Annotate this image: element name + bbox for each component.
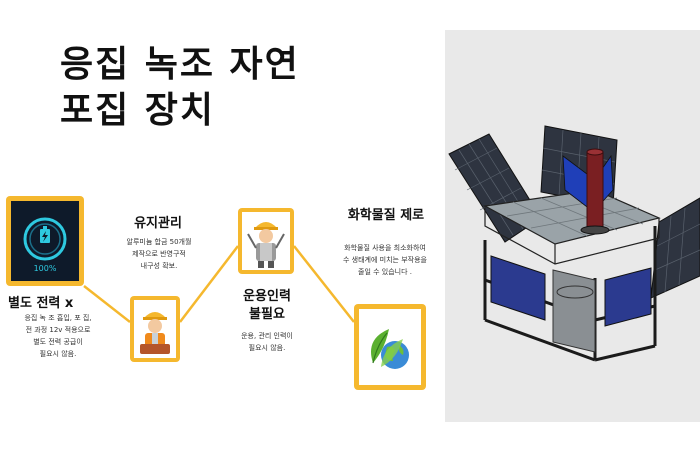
battery-charging-icon: 100% [23, 217, 67, 273]
feature-maintenance-icon-frame [130, 296, 180, 362]
feature-chemical-heading: 화학물질 제로 [347, 208, 425, 223]
title-line-2: 포집 장치 [60, 90, 216, 131]
feature-power-heading: 별도 전력 x [8, 296, 74, 311]
device-render [448, 125, 700, 362]
worker-tools-icon [247, 222, 285, 268]
maintenance-worker-icon [140, 312, 170, 354]
collector-tank [552, 269, 596, 353]
flotation-tank-right [604, 267, 652, 327]
feature-power-desc: 응집 녹 조 흡입, 포 집, 전 과정 12v 적용으로 별도 전력 공급이 … [24, 314, 92, 358]
feature-operator-icon-frame [238, 208, 294, 274]
title-line-1: 응집 녹조 자연 [60, 44, 300, 85]
feature-maintenance-desc: 알루미늄 합금 50개월 제작으로 반영구적 내구성 확보. [126, 238, 192, 270]
flotation-tank-left [490, 255, 546, 321]
feature-connector-lines [83, 245, 355, 323]
battery-percent-label: 100% [34, 264, 57, 273]
feature-power-icon-frame: 100% [6, 196, 84, 286]
device-render-panel [445, 30, 700, 422]
feature-operator-desc: 운용, 관리 인력이 필요시 않음. [241, 332, 293, 352]
feature-chemical-icon-frame [354, 304, 426, 390]
feature-chemical-desc: 화학물질 사용을 최소화하여 수 생태계에 미치는 부작용을 줄일 수 있습니다… [343, 244, 427, 276]
page-title: 응집 녹조 자연 포집 장치 [60, 42, 360, 134]
suction-pipe [586, 151, 604, 229]
solar-panel-right [650, 197, 700, 299]
feature-operator-heading: 운용인력 불필요 [243, 289, 291, 322]
eco-globe-icon [371, 329, 409, 369]
feature-maintenance-heading: 유지관리 [134, 216, 182, 231]
